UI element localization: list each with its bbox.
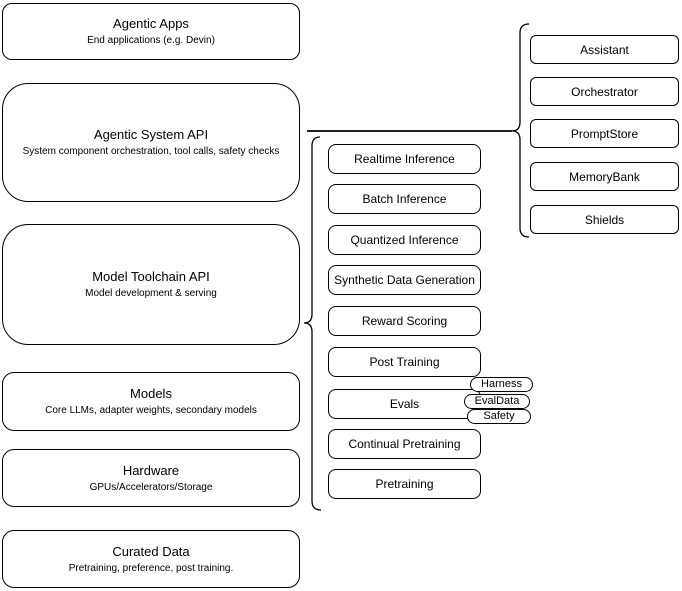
tag-harness: Harness <box>470 377 533 392</box>
node-label: Pretraining <box>375 477 434 491</box>
node-model-toolchain-api: Model Toolchain API Model development & … <box>2 224 300 345</box>
node-quantized-inference: Quantized Inference <box>328 225 481 255</box>
node-title: Agentic System API <box>93 127 209 142</box>
node-title: Curated Data <box>112 543 190 559</box>
node-subtitle: Pretraining, preference, post training. <box>68 562 234 574</box>
node-promptstore: PromptStore <box>530 119 679 148</box>
node-curated-data: Curated Data Pretraining, preference, po… <box>2 530 300 588</box>
brace-system-components <box>511 23 530 238</box>
node-realtime-inference: Realtime Inference <box>328 144 481 174</box>
node-reward-scoring: Reward Scoring <box>328 306 481 336</box>
node-label: Continual Pretraining <box>348 437 461 451</box>
tag-safety: Safety <box>467 409 531 424</box>
node-label: Shields <box>584 212 625 227</box>
tag-label: Safety <box>483 410 515 422</box>
node-label: MemoryBank <box>569 169 640 184</box>
node-title: Agentic Apps <box>113 16 189 31</box>
node-memorybank: MemoryBank <box>530 162 679 191</box>
node-evals: Evals <box>328 389 481 419</box>
node-label: PromptStore <box>570 126 639 141</box>
node-label: Post Training <box>369 355 440 369</box>
node-title: Models <box>130 386 172 401</box>
node-label: Synthetic Data Generation <box>334 273 475 287</box>
tag-label: Harness <box>481 378 522 390</box>
node-subtitle: System component orchestration, tool cal… <box>22 146 280 157</box>
node-label: Orchestrator <box>571 84 638 99</box>
node-label: Evals <box>389 397 420 411</box>
node-hardware: Hardware GPUs/Accelerators/Storage <box>2 449 300 507</box>
node-label: Assistant <box>580 42 629 57</box>
node-title: Model Toolchain API <box>92 269 210 284</box>
node-synthetic-data-generation: Synthetic Data Generation <box>328 265 481 295</box>
node-continual-pretraining: Continual Pretraining <box>328 429 481 459</box>
tag-evaldata: EvalData <box>464 394 530 409</box>
node-label: Realtime Inference <box>354 152 455 166</box>
node-label: Quantized Inference <box>350 233 459 247</box>
node-label: Reward Scoring <box>361 314 448 328</box>
node-shields: Shields <box>530 205 679 234</box>
node-agentic-system-api: Agentic System API System component orch… <box>2 83 300 202</box>
node-pretraining: Pretraining <box>328 469 481 499</box>
node-label: Batch Inference <box>362 192 447 206</box>
node-assistant: Assistant <box>530 35 679 64</box>
brace-toolchain-components <box>303 136 322 511</box>
node-title: Hardware <box>122 462 180 478</box>
node-post-training: Post Training <box>328 347 481 377</box>
node-subtitle: Core LLMs, adapter weights, secondary mo… <box>45 405 257 416</box>
tag-label: EvalData <box>474 395 520 407</box>
node-batch-inference: Batch Inference <box>328 184 481 214</box>
node-models: Models Core LLMs, adapter weights, secon… <box>2 372 300 431</box>
node-orchestrator: Orchestrator <box>530 77 679 106</box>
node-subtitle: End applications (e.g. Devin) <box>87 35 215 46</box>
node-agentic-apps: Agentic Apps End applications (e.g. Devi… <box>2 3 300 60</box>
node-subtitle: Model development & serving <box>85 288 217 299</box>
node-subtitle: GPUs/Accelerators/Storage <box>89 481 213 493</box>
